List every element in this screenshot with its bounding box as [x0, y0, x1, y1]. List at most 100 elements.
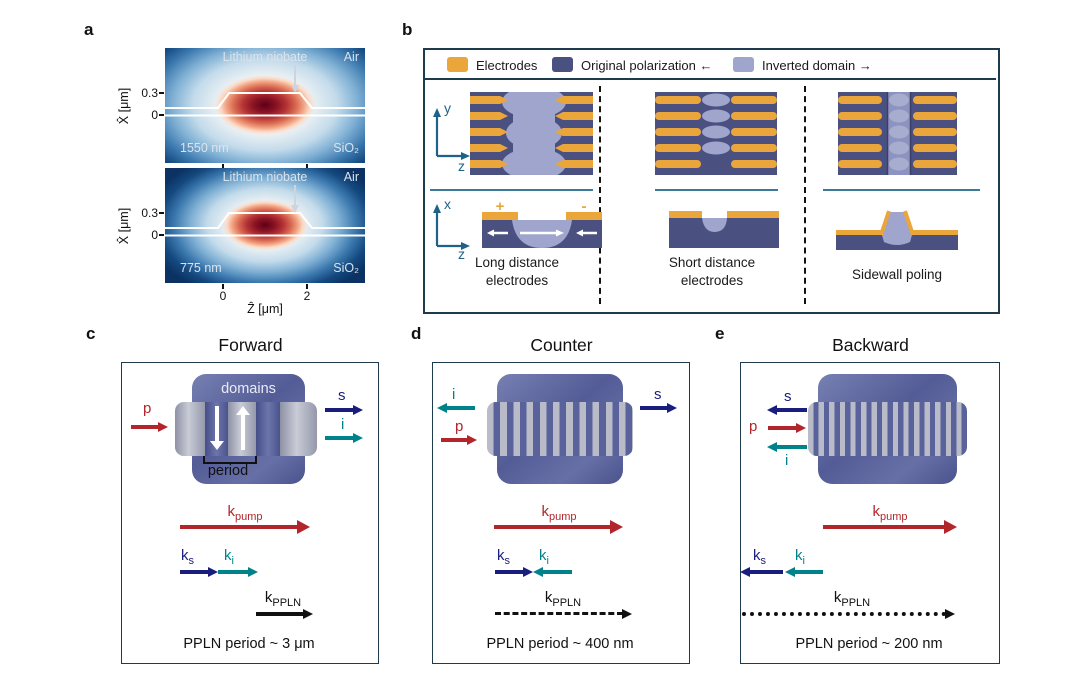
idler-label: i: [785, 452, 789, 469]
legend-swatch-inverted-domain: [733, 57, 754, 72]
axis-z-label: z: [458, 158, 465, 174]
xtick-2: 2: [303, 289, 311, 303]
k-sub: pump: [548, 511, 577, 523]
panel-a-letter: a: [84, 20, 94, 39]
panel-e-title: Backward: [832, 335, 909, 355]
signal-label: s: [338, 387, 346, 404]
panel-d-caption: PPLN period ~ 400 nm: [486, 636, 634, 652]
k-signal-label: ks: [497, 547, 510, 567]
column-divider: [599, 86, 601, 304]
waveguide-outline: [165, 185, 365, 237]
ytick-0p3-top: 0.3: [141, 86, 158, 100]
k-sub: s: [188, 555, 195, 567]
waveguide-outline: [165, 65, 365, 117]
ytick-0-bottom: 0: [151, 228, 158, 242]
k-sub: PPLN: [552, 597, 582, 609]
k-sub: s: [760, 555, 767, 567]
k-idler-label: ki: [539, 547, 549, 567]
substrate-label: SiO₂: [333, 261, 359, 275]
legend-separator: [425, 78, 996, 80]
mode-plot-775nm: Lithium niobate Air 775 nm SiO₂: [165, 168, 365, 283]
axis-x-label: x: [444, 196, 451, 212]
domain-stripe: [280, 402, 317, 456]
panel-c-letter: c: [86, 324, 96, 343]
substrate-label: SiO₂: [333, 141, 359, 155]
signal-arrow: [640, 402, 677, 414]
xtick-mark: [306, 164, 308, 169]
k-base: k: [753, 547, 761, 564]
ytick-mark: [159, 92, 164, 94]
k-base: k: [227, 503, 235, 520]
k-ppln-arrow: [256, 608, 313, 620]
panel-e-caption: PPLN period ~ 200 nm: [795, 636, 943, 652]
k-base: k: [497, 547, 505, 564]
mode-field-heatmap: [165, 168, 365, 283]
caption-line: Long distance: [474, 255, 560, 270]
k-idler-arrow: [533, 566, 572, 578]
period-label: period: [207, 463, 249, 479]
caption-line: Sidewall poling: [851, 267, 943, 282]
caption-sidewall-poling: Sidewall poling: [810, 266, 984, 284]
k-idler-arrow: [218, 566, 258, 578]
panel-c-caption: PPLN period ~ 3 μm: [183, 636, 315, 652]
signal-arrow: [767, 404, 807, 416]
k-signal-arrow: [495, 566, 533, 578]
material-label: Lithium niobate: [222, 50, 308, 64]
wavelength-label: 1550 nm: [180, 141, 229, 155]
k-sub: i: [231, 555, 234, 567]
topview-sidewall-poling: [838, 92, 957, 175]
electrode-minus-label: -: [581, 198, 587, 215]
caption-line: electrodes: [680, 272, 744, 288]
k-signal-label: ks: [181, 547, 194, 567]
caption-long-distance: Long distance electrodes: [430, 254, 604, 290]
ytick-0p3-bottom: 0.3: [141, 206, 158, 220]
column-divider: [804, 86, 806, 304]
k-pump-label: kpump: [840, 503, 940, 523]
pump-label: p: [143, 400, 152, 417]
k-sub: pump: [879, 511, 908, 523]
crosssection-sidewall-poling: [836, 210, 958, 250]
xtick-mark: [222, 284, 224, 289]
k-ppln-arrow: [495, 608, 632, 620]
k-base: k: [181, 547, 189, 564]
wavelength-label: 775 nm: [180, 261, 222, 275]
k-idler-label: ki: [795, 547, 805, 567]
panel-d-letter: d: [411, 324, 422, 343]
material-label: Lithium niobate: [222, 170, 308, 184]
xtick-mark: [306, 284, 308, 289]
panel-b-letter: b: [402, 20, 413, 39]
topview-long-distance: [470, 92, 593, 175]
domain-down-arrow: [210, 406, 224, 450]
k-sub: PPLN: [272, 597, 302, 609]
crosssection-long-distance: [482, 212, 602, 248]
mode-plot-1550nm: Lithium niobate Air 1550 nm SiO₂: [165, 48, 365, 163]
pump-arrow: [768, 422, 806, 434]
ytick-0-top: 0: [151, 108, 158, 122]
panel-c-title: Forward: [218, 335, 283, 355]
panel-e-letter: e: [715, 324, 725, 343]
xtick-0: 0: [219, 289, 227, 303]
pump-label: p: [749, 418, 758, 435]
ytick-mark: [159, 234, 164, 236]
k-base: k: [224, 547, 232, 564]
k-base: k: [539, 547, 547, 564]
k-pump-label: kpump: [509, 503, 609, 523]
xz-axis-arrows: [433, 204, 470, 250]
signal-arrow: [325, 404, 363, 416]
panel-a-ylabel-top: X̂ [μm]: [117, 87, 131, 125]
k-sub: pump: [234, 511, 263, 523]
panel-a-ylabel-bottom: X̂ [μm]: [117, 207, 131, 245]
k-sub: PPLN: [841, 597, 871, 609]
crosssection-short-distance: [669, 211, 779, 248]
pump-label: p: [455, 418, 464, 435]
legend-swatch-electrodes: [447, 57, 468, 72]
k-sub: i: [546, 555, 549, 567]
idler-label: i: [341, 416, 345, 433]
ytick-mark: [159, 212, 164, 214]
k-base: k: [544, 589, 553, 606]
domain-stripe: [175, 402, 205, 456]
k-pump-label: kpump: [195, 503, 295, 523]
ytick-mark: [159, 114, 164, 116]
idler-arrow: [437, 402, 475, 414]
